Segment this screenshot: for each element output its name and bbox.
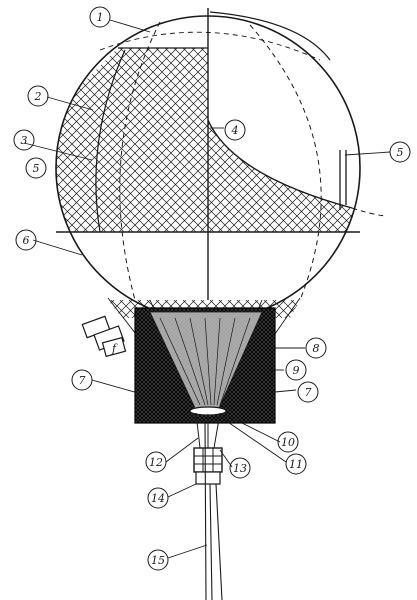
meridian-top-dashed [99,31,321,61]
callout-6: 6 [23,234,30,247]
callout-markers [13,6,411,571]
envelope-netting [56,48,360,232]
rip-tube [339,150,347,210]
callout-4: 4 [231,124,239,137]
callout-1: 1 [97,11,104,24]
callout-7-right: 7 [305,386,312,399]
callout-7-left: 7 [79,374,86,387]
trail-rope [204,419,223,600]
callout-8: 8 [313,342,320,355]
callout-2: 2 [34,90,42,103]
instrument-boxes [81,315,127,358]
net-curve-dashed [351,207,386,217]
callout-12: 12 [149,456,163,469]
valve-line [209,11,331,61]
meridian-left-dashed [119,21,161,301]
load-ring [189,406,227,416]
callout-9: 9 [293,364,300,377]
gondola-lines [195,412,221,449]
appendix-cone-hatch [159,317,251,406]
instrument-mark: f [111,342,118,355]
callout-5-right: 5 [397,146,404,159]
meridian-right-dashed [249,24,322,301]
seam-line [95,49,126,233]
callout-3: 3 [21,134,28,147]
net-curve-boundary [207,119,353,209]
callout-11: 11 [289,458,303,471]
callout-13: 13 [233,462,247,475]
gondola [193,447,223,485]
callout-14: 14 [151,492,165,505]
leader-lines [23,19,391,559]
callout-5-left: 5 [33,162,40,175]
callout-15: 15 [151,554,165,567]
callout-10: 10 [281,436,295,449]
